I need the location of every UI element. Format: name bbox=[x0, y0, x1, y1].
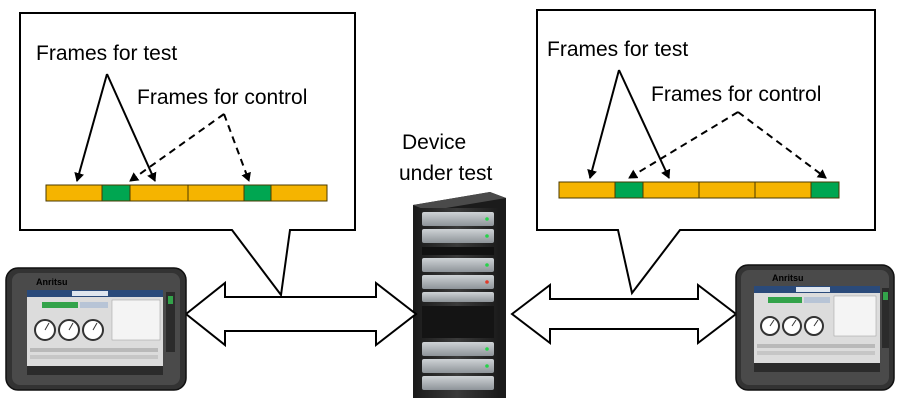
left-test-arrow bbox=[74, 73, 108, 182]
right-test-arrow bbox=[587, 69, 620, 179]
left-test-arrow bbox=[106, 73, 157, 182]
right-frames-for-control-label: Frames for control bbox=[651, 83, 821, 106]
left-frames-for-test-label: Frames for test bbox=[36, 42, 177, 65]
device-under-test-server-icon bbox=[413, 192, 506, 398]
right-test-frame bbox=[642, 181, 700, 199]
left-frame-strip bbox=[45, 184, 328, 202]
left-tester-device: Anritsu bbox=[5, 267, 187, 391]
left-control-frame bbox=[243, 184, 272, 202]
right-test-frame bbox=[698, 181, 756, 199]
right-test-arrow bbox=[618, 69, 671, 179]
right-tester-device: Anritsu bbox=[735, 264, 895, 391]
left-callout: Frames for test Frames for control bbox=[19, 12, 356, 298]
right-control-arrow bbox=[628, 111, 739, 179]
right-callout: Frames for test Frames for control bbox=[536, 9, 876, 296]
right-control-frame bbox=[810, 181, 840, 199]
left-link-double-arrow bbox=[184, 280, 418, 348]
right-test-frame bbox=[754, 181, 812, 199]
left-control-frame bbox=[101, 184, 131, 202]
dut-label-line2: under test bbox=[399, 162, 493, 185]
left-test-frame bbox=[129, 184, 189, 202]
left-control-arrow bbox=[129, 113, 225, 182]
right-frame-strip bbox=[558, 181, 840, 199]
right-tester-brand-logo: Anritsu bbox=[772, 273, 804, 283]
right-frames-for-test-label: Frames for test bbox=[547, 38, 688, 61]
dut-label-line1: Device bbox=[402, 131, 466, 154]
left-test-frame bbox=[45, 184, 103, 202]
left-frames-for-control-label: Frames for control bbox=[137, 86, 307, 109]
right-test-frame bbox=[558, 181, 616, 199]
right-callout-bubble bbox=[536, 9, 876, 296]
left-test-frame bbox=[187, 184, 245, 202]
right-control-arrow bbox=[737, 111, 827, 179]
left-tester-brand-logo: Anritsu bbox=[36, 277, 68, 287]
right-link-double-arrow bbox=[510, 282, 738, 346]
left-test-frame bbox=[270, 184, 328, 202]
right-control-frame bbox=[614, 181, 644, 199]
